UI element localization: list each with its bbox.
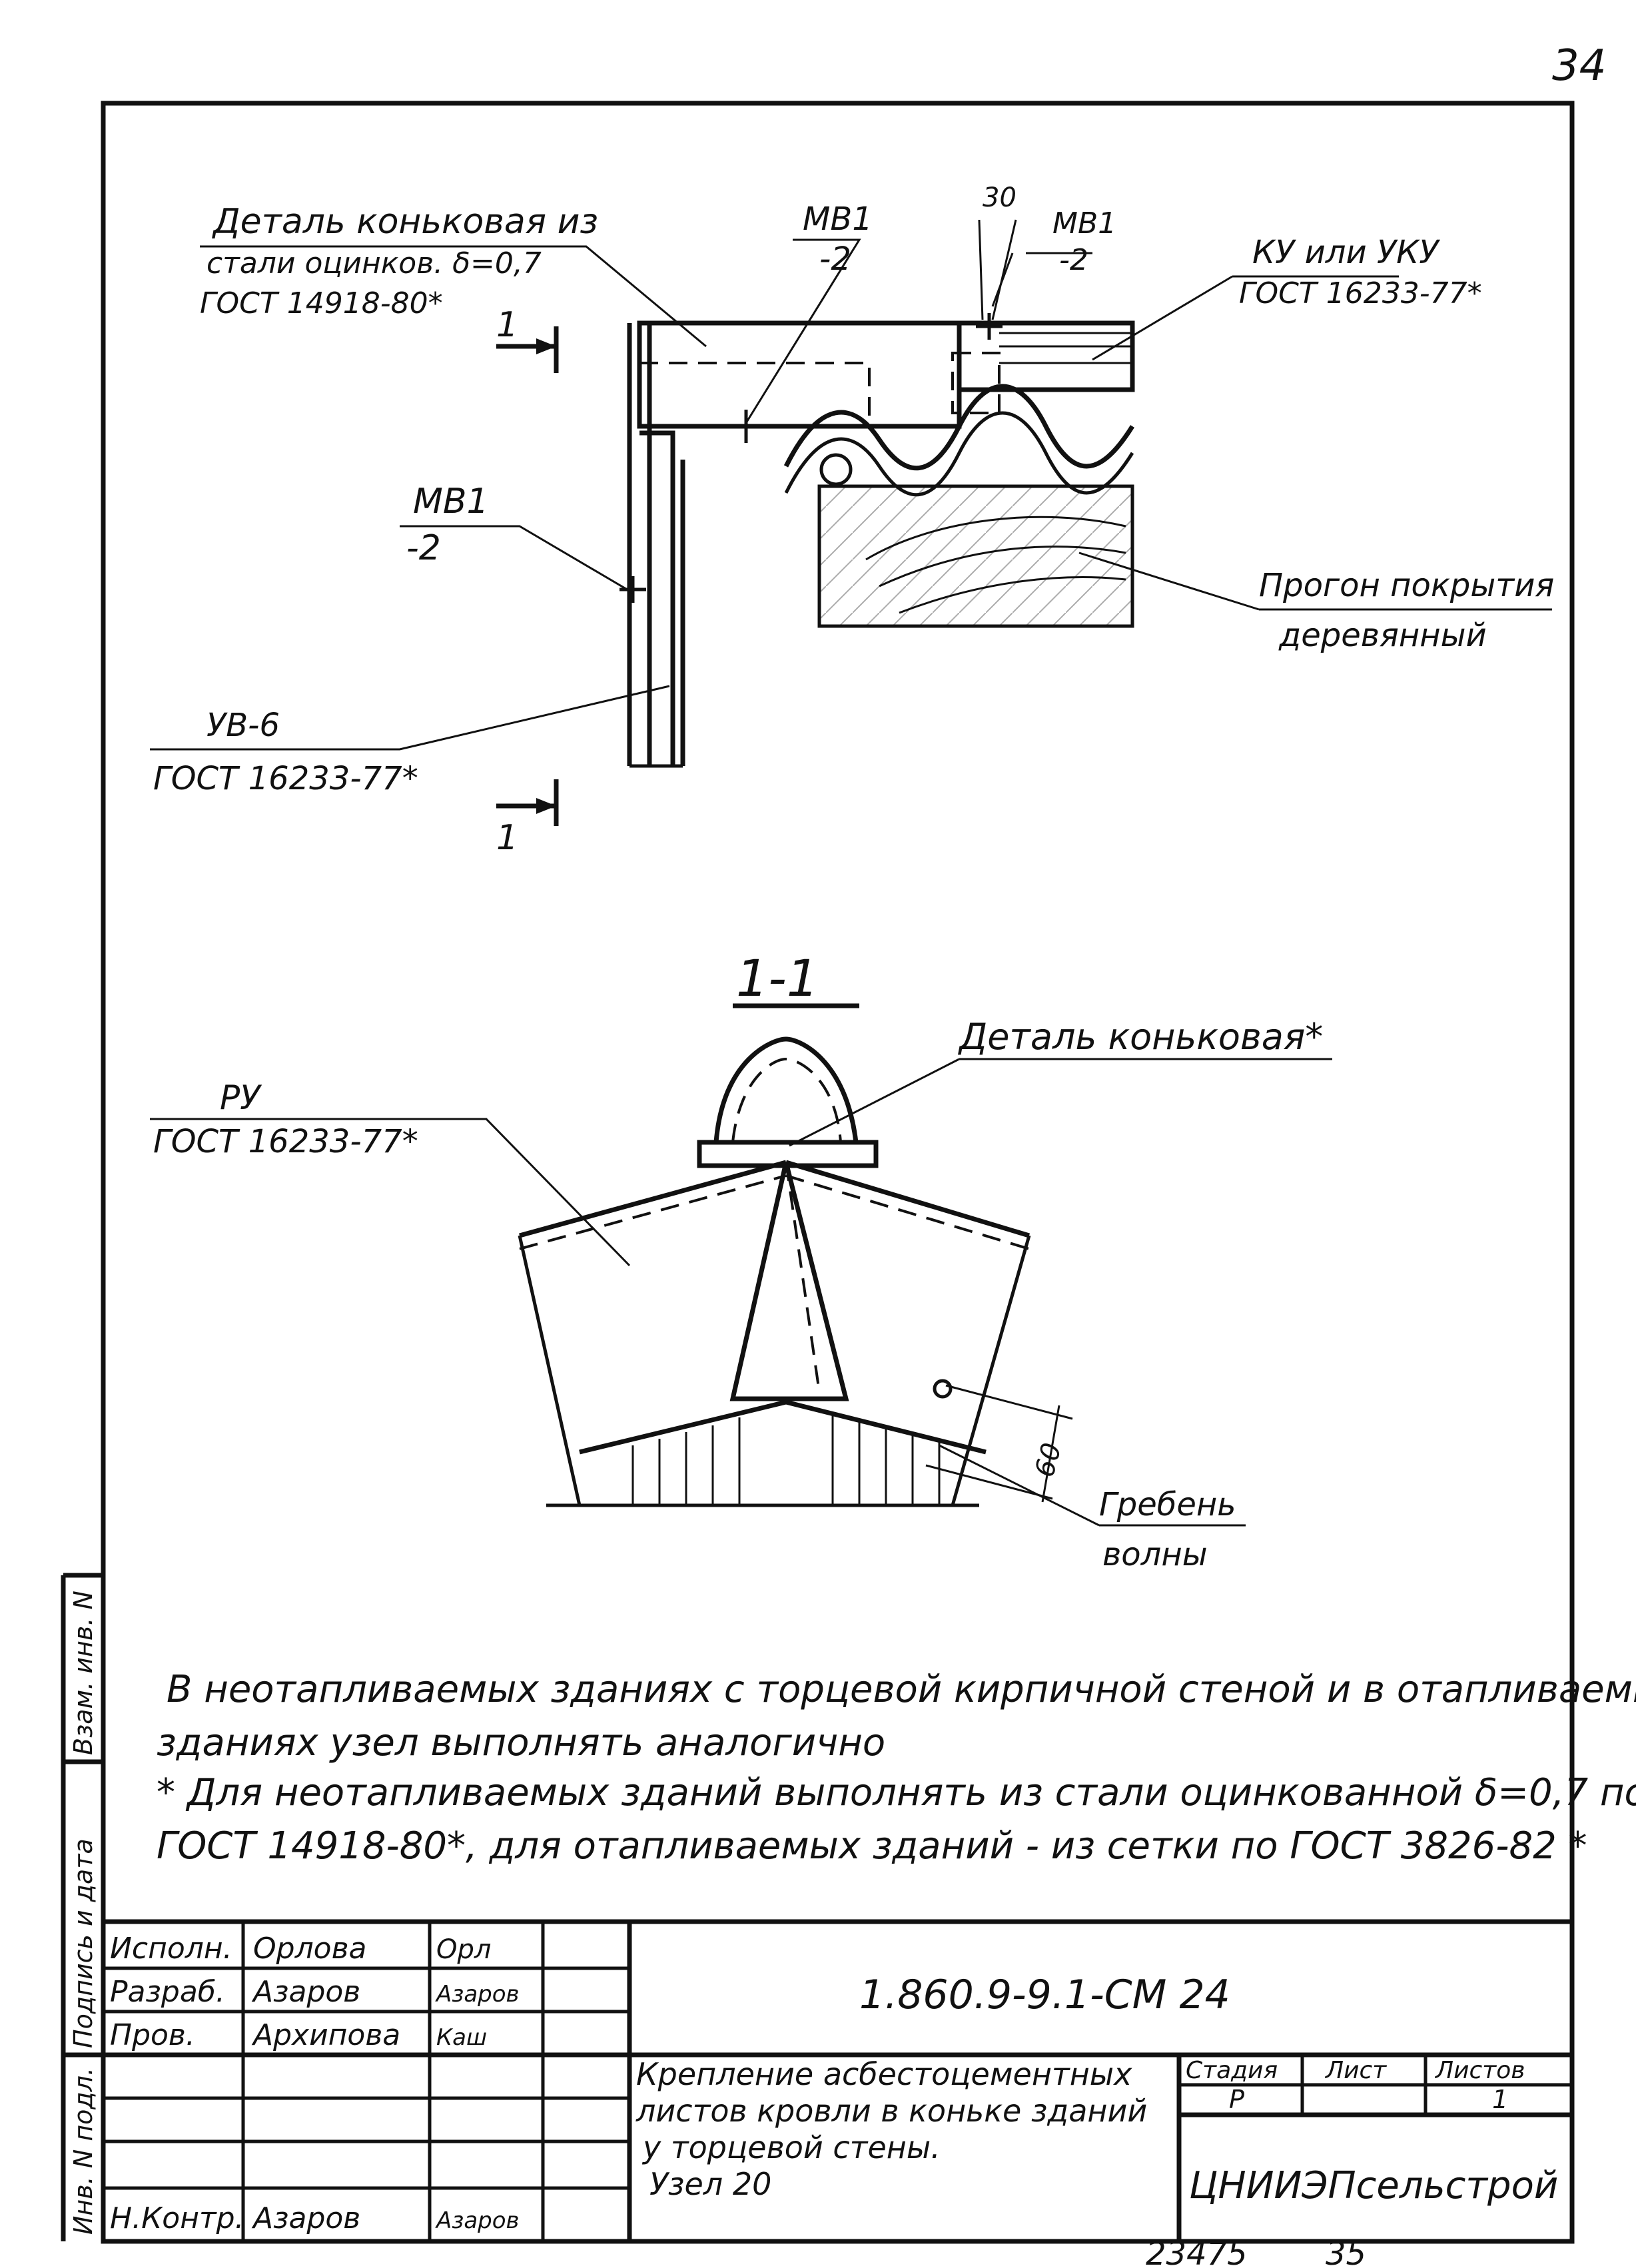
mb1-left-bottom: -2	[819, 240, 851, 278]
description-line-4: Узел 20	[649, 2166, 771, 2202]
name-developer: Азаров	[251, 1975, 360, 2009]
ru-label-2: ГОСТ 16233-77*	[153, 1123, 418, 1160]
sheets-header: Листов	[1434, 2057, 1525, 2084]
note-line-3: * Для неотапливаемых зданий выполнять из…	[157, 1771, 1636, 1814]
roof-slope-right	[785, 1160, 1030, 1238]
role-executor: Исполн.	[110, 1932, 232, 1966]
purlin-label-2: деревянный	[1278, 617, 1487, 654]
ridge-cap	[713, 1036, 859, 1143]
page-number: 34	[1552, 41, 1606, 91]
notes-block: В неотапливаемых зданиях с торцевой кирп…	[157, 1668, 1636, 1868]
ku-label-1: КУ или УКУ	[1252, 234, 1440, 271]
roof-slope-left	[519, 1160, 787, 1238]
description-line-3: у торцевой стены.	[641, 2129, 941, 2165]
uv6-label-2: ГОСТ 16233-77*	[153, 760, 418, 797]
mb1-wall-top: МВ1	[413, 482, 489, 522]
purlin-timber	[819, 486, 1132, 626]
section-mark-bottom: 1	[496, 818, 518, 858]
title-block: Исполн. Разраб. Пров. Н.Контр. Орлова Аз…	[101, 1919, 1575, 2244]
ridge-detail-label-3: ГОСТ 14918-80*	[200, 286, 443, 320]
role-developer: Разраб.	[110, 1975, 225, 2009]
uv6-wall-sheet	[627, 323, 685, 766]
wave-crest-2: волны	[1102, 1536, 1208, 1573]
mb1-right-top: МВ1	[1052, 206, 1116, 240]
mb1-right-bottom: -2	[1059, 243, 1088, 277]
ridge-detail-label: Деталь коньковая*	[958, 1016, 1323, 1058]
ku-label-2: ГОСТ 16233-77*	[1239, 276, 1482, 310]
note-line-2: зданиях узел выполнять аналогично	[157, 1721, 885, 1764]
description-line-2: листов кровли в коньке зданий	[635, 2093, 1147, 2129]
sheet-header: Лист	[1324, 2057, 1387, 2084]
section-title: 1-1	[736, 948, 819, 1008]
name-checker: Архипова	[251, 2018, 400, 2052]
note-line-1: В неотапливаемых зданиях с торцевой кирп…	[167, 1668, 1636, 1711]
signature-checker: Каш	[436, 2024, 487, 2051]
flashing-triangle	[729, 1162, 849, 1401]
mb1-left-top: МВ1	[803, 200, 873, 238]
sheet-reference: 35	[1326, 2235, 1366, 2268]
wave-crest-1: Гребень	[1099, 1486, 1236, 1523]
signature-norm-control: Азаров	[435, 2207, 520, 2234]
ridge-detail-label-1: Деталь коньковая из	[212, 202, 598, 242]
stamp-inv-original: Инв. N подл.	[69, 2068, 98, 2235]
signature-executor: Орл	[436, 1934, 491, 1965]
section-detail: 1-1 Деталь конькова	[150, 948, 1332, 1573]
description-line-1: Крепление асбестоцементных	[636, 2056, 1132, 2092]
signature-developer: Азаров	[435, 1981, 520, 2008]
stamp-inv-replace: Взам. инв. N	[69, 1591, 98, 1755]
role-norm-control: Н.Контр.	[110, 2201, 244, 2235]
drawing-code: 1.860.9-9.1-СМ 24	[859, 1972, 1230, 2018]
name-norm-control: Азаров	[251, 2201, 360, 2235]
stage-header: Стадия	[1186, 2057, 1278, 2084]
dim-60: 60	[1029, 1440, 1068, 1481]
uv6-label-1: УВ-6	[206, 707, 280, 744]
section-mark-top: 1	[496, 305, 518, 345]
stage-value: Р	[1229, 2085, 1244, 2114]
dim-30: 30	[983, 183, 1017, 213]
archive-number: 23475	[1146, 2235, 1248, 2268]
stamp-signature-date: Подпись и дата	[69, 1838, 98, 2048]
sheets-value: 1	[1492, 2085, 1508, 2114]
organization: ЦНИИЭПсельстрой	[1189, 2164, 1558, 2207]
ridge-detail-label-2: стали оцинков. δ=0,7	[206, 246, 542, 280]
mb1-wall-bottom: -2	[406, 528, 441, 568]
role-checker: Пров.	[110, 2018, 195, 2052]
name-executor: Орлова	[253, 1932, 367, 1966]
note-line-4: ГОСТ 14918-80*, для отапливаемых зданий …	[157, 1824, 1587, 1868]
ru-label-1: РУ	[220, 1078, 262, 1117]
purlin-label-1: Прогон покрытия	[1259, 567, 1554, 604]
plan-detail: Деталь коньковая из стали оцинков. δ=0,7…	[150, 183, 1554, 858]
